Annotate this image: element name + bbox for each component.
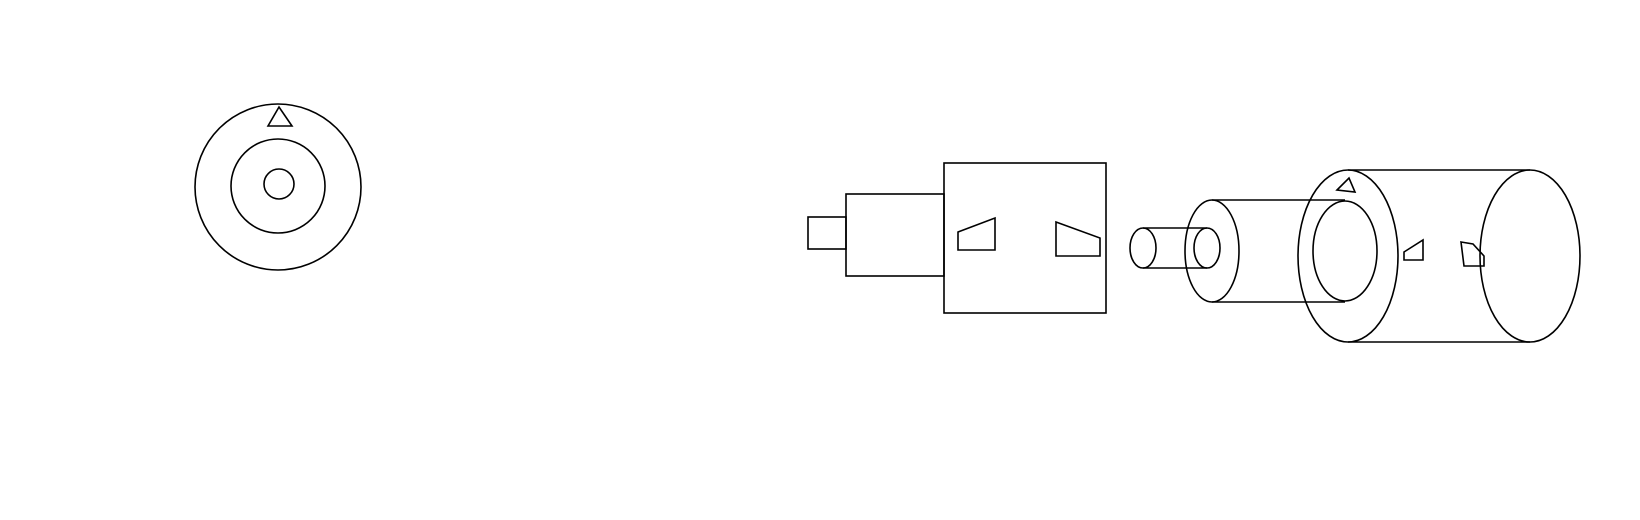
small-pin xyxy=(1129,227,1207,269)
small-pin-back-face xyxy=(1129,227,1157,269)
large-socket-bore xyxy=(1312,200,1378,302)
end-view-inner-circle xyxy=(263,168,295,200)
plug-middle-step xyxy=(845,193,945,277)
end-view xyxy=(194,103,362,271)
plug-main-body xyxy=(943,162,1107,314)
medium-sleeve xyxy=(1184,199,1345,303)
large-socket-triangle-marker xyxy=(1335,176,1357,193)
end-view-middle-circle xyxy=(230,138,326,234)
large-socket xyxy=(1297,169,1581,343)
stepped-plug xyxy=(807,162,1107,314)
medium-sleeve-front-face xyxy=(1184,199,1240,303)
plug-key-left xyxy=(957,216,996,251)
large-socket-keyway-left xyxy=(1403,238,1424,261)
large-socket-keyway-right xyxy=(1460,241,1485,267)
end-view-triangle-marker xyxy=(266,105,294,127)
small-pin-front-face xyxy=(1193,227,1221,269)
plug-tip xyxy=(807,216,847,250)
large-socket-back-face xyxy=(1479,169,1581,343)
plug-key-right xyxy=(1055,220,1101,257)
large-socket-front-rim xyxy=(1297,169,1399,343)
end-view-outer-circle xyxy=(194,103,362,271)
